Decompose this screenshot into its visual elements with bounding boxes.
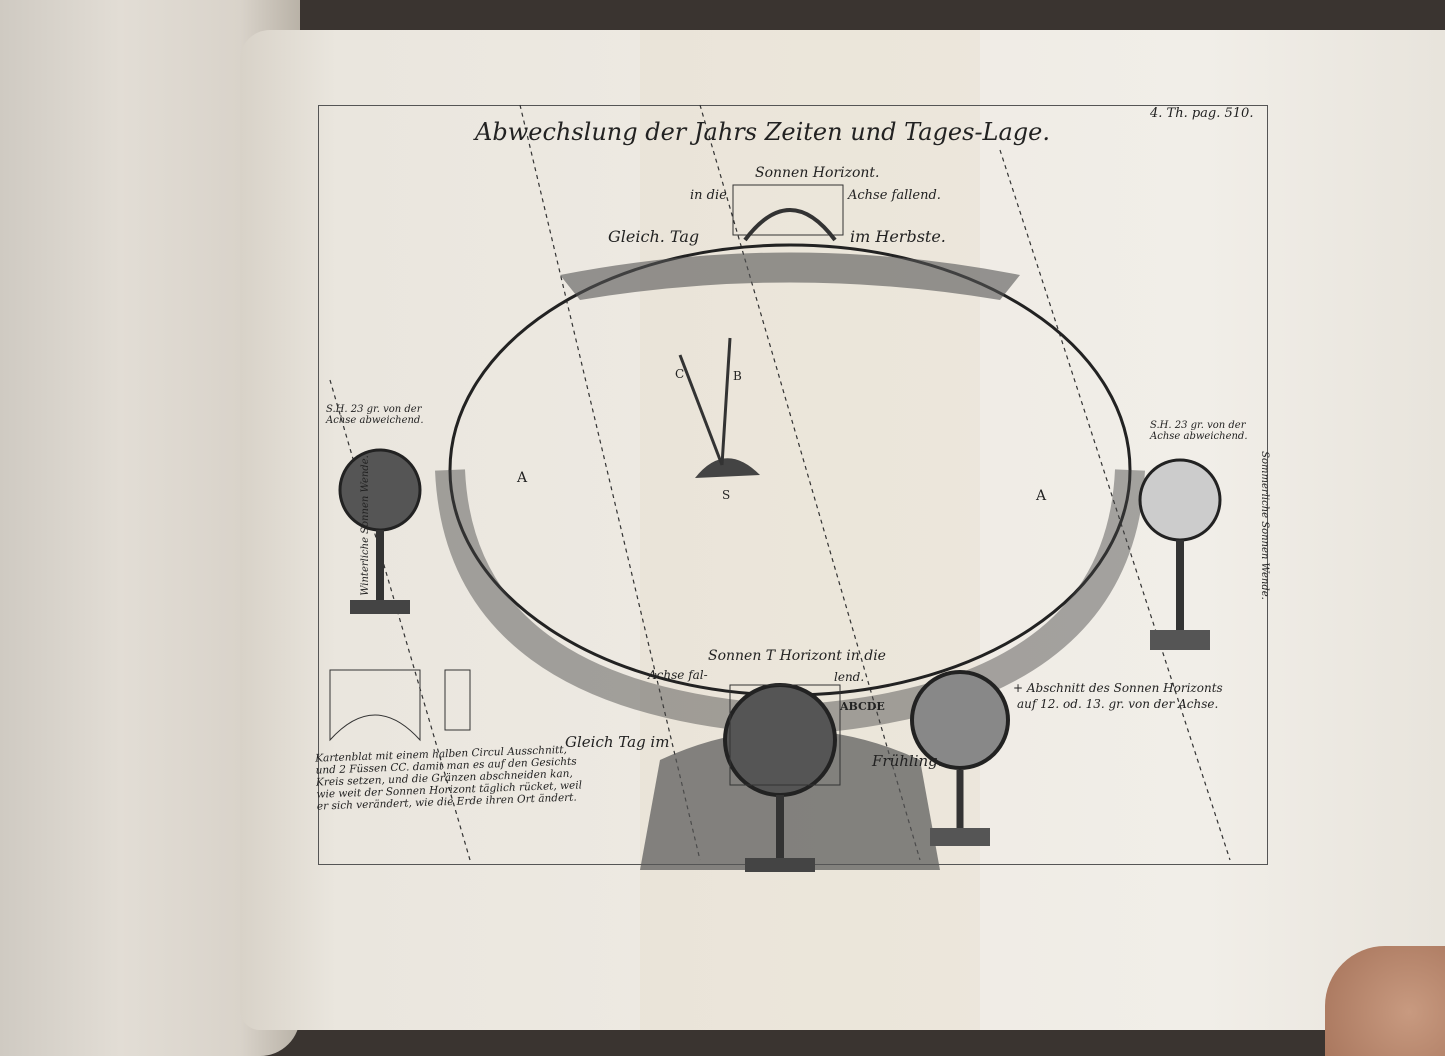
orbit-shadow (560, 252, 1020, 300)
summer-solstice-globe (1138, 458, 1222, 542)
top-label: in die (690, 188, 727, 203)
spring-equinox-label: Frühling. (872, 752, 943, 770)
letter-b: B (733, 369, 742, 383)
section-note: + Abschnitt des Sonnen Horizonts (1013, 681, 1223, 695)
winter-globe-base (350, 600, 410, 614)
sun-mound (695, 458, 760, 478)
section-globe (910, 670, 1010, 770)
page-reference: 4. Th. pag. 510. (1150, 106, 1254, 121)
top-armillary-sphere (743, 208, 837, 242)
section-note: auf 12. od. 13. gr. von der Achse. (1017, 697, 1219, 711)
letter-s: S (722, 488, 731, 502)
plate-title: Abwechslung der Jahrs Zeiten und Tages-L… (475, 118, 1050, 146)
rod-b (720, 337, 732, 466)
card-foot-sketch (444, 669, 471, 731)
winter-solstice-label: Winterliche Sonnen Wende. (359, 455, 371, 596)
letter-a: A (517, 470, 528, 486)
winter-solstice-globe (338, 448, 422, 532)
dashed-sun-ray (519, 104, 701, 861)
spring-horizon-label: Sonnen T Horizont in die (708, 648, 886, 664)
spring-globe (723, 683, 837, 797)
dashed-sun-ray (699, 104, 921, 861)
top-horizon-card (732, 184, 844, 236)
autumn-equinox-label: Gleich. Tag (608, 227, 700, 246)
letter-a: A (1036, 488, 1047, 504)
top-label: Sonnen Horizont. (755, 165, 880, 181)
autumn-equinox-label: im Herbste. (850, 227, 946, 246)
holding-hand (1325, 946, 1445, 1056)
table-pedestal (640, 730, 940, 870)
spring-horizon-card (729, 684, 841, 786)
summer-globe-base (1150, 630, 1210, 650)
top-label: Achse fallend. (848, 188, 941, 203)
spring-equinox-label: Gleich Tag im (565, 733, 670, 751)
left-globe-label: S.H. 23 gr. von der Achse abweichend. (326, 404, 424, 426)
ecliptic-orbit-ellipse (448, 243, 1132, 697)
right-globe-label: S.H. 23 gr. von der Achse abweichend. (1150, 420, 1248, 442)
summer-solstice-label: Sommerliche Sonnen Wende. (1258, 451, 1270, 600)
abcde-label: ABCDE (840, 700, 885, 713)
letter-c: C (675, 367, 685, 381)
rod-c (678, 354, 724, 466)
caption-block: Kartenblat mit einem halben Circul Aussc… (315, 743, 583, 813)
spring-horizon-label: Achse fal- (648, 668, 708, 682)
half-circle-card (329, 669, 421, 742)
spring-horizon-label: lend. (834, 670, 865, 684)
